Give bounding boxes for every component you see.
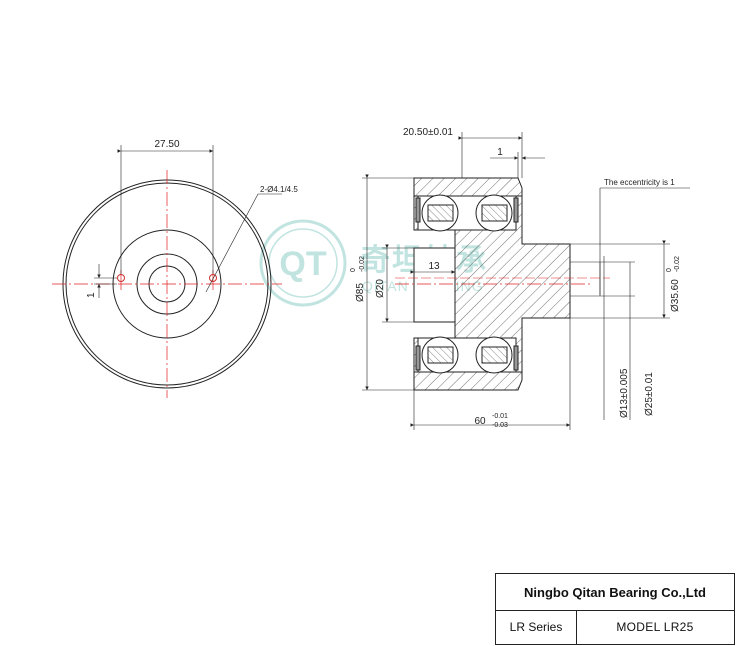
- model-label: MODEL LR25: [616, 620, 694, 634]
- shaft-dia-tol-upper: 0: [666, 268, 673, 272]
- outer-dia-dim: Ø85: [355, 283, 366, 302]
- title-block: Ningbo Qitan Bearing Co.,Ltd LR Series M…: [495, 573, 735, 645]
- total-length-tol-upper: -0.01: [492, 413, 508, 420]
- shaft-dia-dim: Ø35.60: [670, 279, 681, 312]
- eccentricity-note: The eccentricity is 1: [604, 178, 675, 187]
- watermark-logo-text: QT: [279, 245, 326, 283]
- small-shaft-dia-dim: Ø13±0.005: [619, 368, 630, 418]
- bore-dia-dim: Ø20: [375, 279, 386, 298]
- shoulder-dim: 1: [497, 147, 503, 158]
- width-dim: 20.50±0.01: [403, 127, 453, 138]
- total-length-dim: 60: [474, 416, 486, 427]
- section-dimensions: [362, 132, 690, 430]
- section-outer-ring-bottom: [413, 371, 523, 391]
- section-bore: [413, 247, 456, 323]
- inner-bore-length-dim: 13: [428, 261, 440, 272]
- outer-dia-tol-upper: 0: [350, 268, 357, 272]
- front-view: [52, 145, 282, 398]
- series-label: LR Series: [496, 610, 577, 644]
- watermark-logo-ring: [259, 219, 347, 307]
- offset-dim: 1: [86, 292, 97, 298]
- mid-dia-dim: Ø25±0.01: [644, 372, 655, 416]
- section-outer-ring-top: [413, 177, 523, 197]
- hole-spacing-dim: 27.50: [154, 139, 179, 150]
- holes-note: 2-Ø4.1/4.5: [260, 185, 298, 194]
- shaft-dia-tol-lower: -0.02: [674, 256, 681, 272]
- outer-dia-tol-lower: -0.02: [359, 256, 366, 272]
- section-view: [395, 177, 610, 391]
- total-length-tol-lower: -0.03: [492, 422, 508, 429]
- company-name: Ningbo Qitan Bearing Co.,Ltd: [496, 574, 734, 611]
